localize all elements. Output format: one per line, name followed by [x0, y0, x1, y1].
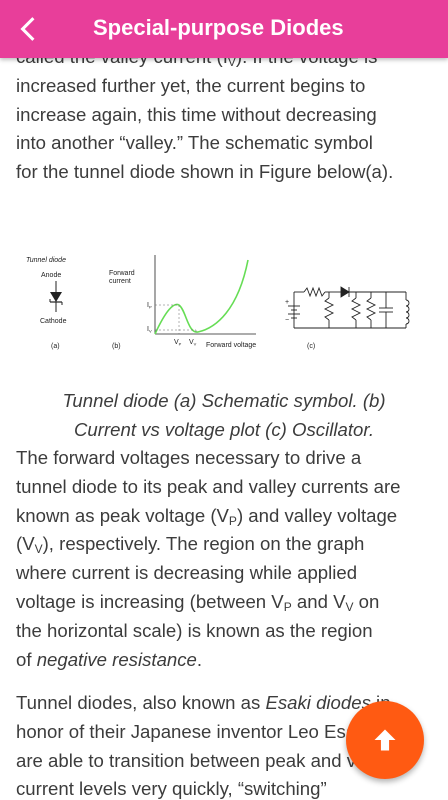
paragraph-2: The forward voltages necessary to drive … — [16, 444, 434, 674]
p2-line2: tunnel diode to its peak and valley curr… — [16, 475, 401, 497]
term-esaki-diodes: Esaki diodes — [265, 692, 371, 713]
arrow-back-icon — [20, 17, 35, 41]
p2-line4: (VV), respectively. The region on the gr… — [16, 533, 365, 557]
paragraph-1: called the valley current (IV). If the v… — [16, 43, 434, 187]
p2-line8: of negative resistance. — [16, 648, 203, 670]
p1-line4: for the tunnel diode shown in Figure bel… — [16, 161, 394, 183]
caption-line2: Current vs voltage plot (c) Oscillator. — [73, 418, 374, 440]
p2-line6: voltage is increasing (between VP and VV… — [16, 590, 380, 614]
fig-c-minus: − — [285, 317, 289, 324]
fig-a-label: (a) — [51, 343, 60, 350]
p2-line1: The forward voltages necessary to drive … — [16, 447, 362, 468]
fig-b-forward: Forward — [109, 270, 135, 277]
fig-a-title: Tunnel diode — [26, 257, 66, 264]
fig-b-iv: IV — [147, 326, 152, 334]
fig-b-ip: IP — [147, 302, 152, 310]
p3-line2: honor of their Japanese inventor Leo Esa… — [16, 720, 375, 742]
p1-line1: increased further yet, the current begin… — [16, 74, 366, 96]
figure-caption: Tunnel diode (a) Schematic symbol. (b) C… — [16, 387, 432, 445]
term-negative-resistance: negative resistance — [36, 648, 197, 670]
tunnel-diode-figure: Tunnel diode Anode Cathode (a) Forward c… — [26, 255, 410, 350]
caption-line1: Tunnel diode (a) Schematic symbol. (b) — [62, 390, 386, 411]
fig-c-label: (c) — [307, 343, 315, 350]
back-button[interactable] — [8, 9, 48, 49]
fig-b-xlabel: Forward voltage — [206, 342, 256, 349]
p3-line1: Tunnel diodes, also known as Esaki diode… — [16, 692, 391, 713]
fig-b-vv: VV — [189, 339, 197, 347]
p3-line3: are able to transition between peak and … — [16, 749, 395, 771]
p2-line5: where current is decreasing while applie… — [16, 562, 358, 584]
page-title: Special-purpose Diodes — [93, 15, 344, 40]
p1-line2: increase again, this time without decrea… — [16, 103, 377, 125]
fig-a-cathode: Cathode — [40, 318, 67, 325]
scroll-to-top-button[interactable] — [346, 701, 424, 779]
iv-curve — [154, 259, 249, 335]
p3-line4: current levels very quickly, “switching” — [16, 778, 327, 800]
arrow-up-icon — [374, 729, 396, 751]
diode-triangle — [50, 292, 62, 302]
app-bar: Special-purpose Diodes — [0, 0, 448, 58]
p1-line3: into another “valley.” The schematic sym… — [16, 132, 373, 154]
fig-b-vp: VP — [174, 339, 182, 347]
fig-b-label: (b) — [112, 343, 121, 350]
fig-b-current: current — [109, 278, 131, 285]
p2-line3: known as peak voltage (VP) and valley vo… — [16, 504, 398, 528]
p2-line7: the horizontal scale) is known as the re… — [16, 619, 373, 641]
oscillator-circuit — [288, 286, 410, 329]
fig-c-plus: + — [285, 299, 289, 306]
fig-a-anode: Anode — [41, 272, 61, 279]
